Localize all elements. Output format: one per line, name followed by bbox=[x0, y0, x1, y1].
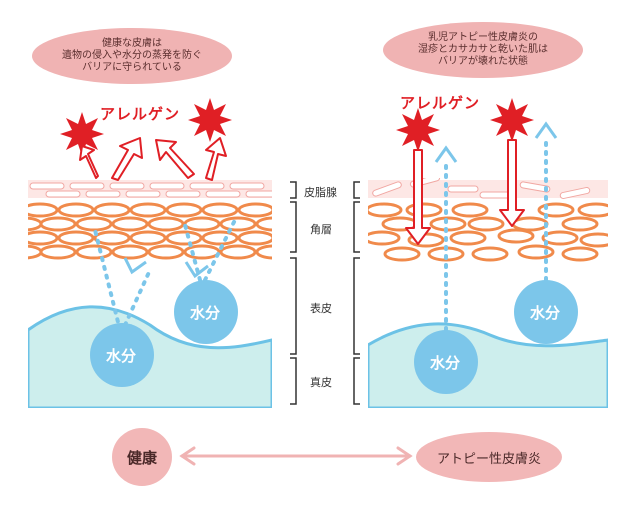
healthy-desc-line-1: 健康な皮膚は bbox=[102, 38, 162, 49]
healthy-water-dots bbox=[93, 218, 237, 332]
healthy-water-return-arrow-1 bbox=[123, 257, 147, 275]
atopic-water-dots bbox=[444, 138, 548, 332]
layer-label-epidermis: 表皮 bbox=[310, 302, 332, 315]
atopic-sebum-layer bbox=[368, 178, 608, 199]
healthy-desc-line-3: バリアに守られている bbox=[82, 62, 182, 73]
healthy-description-bubble: 健康な皮膚は 遺物の侵入や水分の蒸発を防ぐ バリアに守られている bbox=[32, 28, 232, 84]
healthy-sebum-layer bbox=[28, 180, 272, 198]
healthy-allergen-star-2 bbox=[188, 98, 232, 142]
atopic-water-label-1: 水分 bbox=[430, 354, 461, 372]
layer-label-dermis: 真皮 bbox=[310, 376, 332, 389]
atopic-skin-panel bbox=[368, 178, 608, 408]
healthy-water-return-arrow-2 bbox=[184, 261, 209, 279]
atopic-water-circle-1 bbox=[414, 330, 478, 394]
healthy-water-label-2: 水分 bbox=[190, 304, 221, 322]
atopic-label-text: アトピー性皮膚炎 bbox=[436, 451, 541, 467]
healthy-allergen-star-1 bbox=[60, 112, 104, 156]
atopic-desc-line-3: バリアが壊れた状態 bbox=[438, 56, 528, 67]
atopic-allergen-star-2 bbox=[490, 98, 534, 142]
atopic-dermis bbox=[368, 322, 608, 408]
healthy-water-circle-1 bbox=[90, 323, 154, 387]
layer-brackets bbox=[290, 181, 360, 405]
atopic-penetrating-arrows bbox=[405, 139, 525, 245]
healthy-desc-line-2: 遺物の侵入や水分の蒸発を防ぐ bbox=[62, 50, 202, 61]
healthy-label-text: 健康 bbox=[126, 448, 157, 467]
layer-label-sebum: 皮脂腺 bbox=[304, 186, 337, 199]
atopic-water-circle-2 bbox=[514, 280, 578, 344]
healthy-water-label-1: 水分 bbox=[106, 347, 137, 365]
healthy-water-circle-2 bbox=[174, 280, 238, 344]
atopic-water-arrow-2 bbox=[534, 121, 558, 139]
healthy-skin-panel bbox=[28, 180, 272, 408]
healthy-corneum-cells bbox=[28, 202, 272, 260]
healthy-label-circle: 健康 bbox=[112, 428, 172, 486]
layer-label-corneum: 角層 bbox=[310, 223, 332, 236]
atopic-water-arrow-1 bbox=[434, 145, 458, 163]
atopic-water-label-2: 水分 bbox=[530, 304, 561, 322]
atopic-description-bubble: 乳児アトピー性皮膚炎の 湿疹とカサカサと乾いた肌は バリアが壊れた状態 bbox=[383, 22, 583, 78]
atopic-label-circle: アトピー性皮膚炎 bbox=[416, 432, 562, 482]
atopic-allergen-star-1 bbox=[396, 108, 440, 152]
atopic-desc-line-1: 乳児アトピー性皮膚炎の bbox=[428, 32, 538, 43]
atopic-desc-line-2: 湿疹とカサカサと乾いた肌は bbox=[418, 44, 548, 55]
bottom-comparison-arrow bbox=[179, 446, 413, 466]
atopic-corneum-cells bbox=[368, 202, 608, 262]
atopic-allergen-label: アレルゲン bbox=[400, 94, 481, 112]
healthy-allergen-label: アレルゲン bbox=[100, 105, 181, 123]
healthy-bounce-arrows bbox=[79, 137, 227, 181]
